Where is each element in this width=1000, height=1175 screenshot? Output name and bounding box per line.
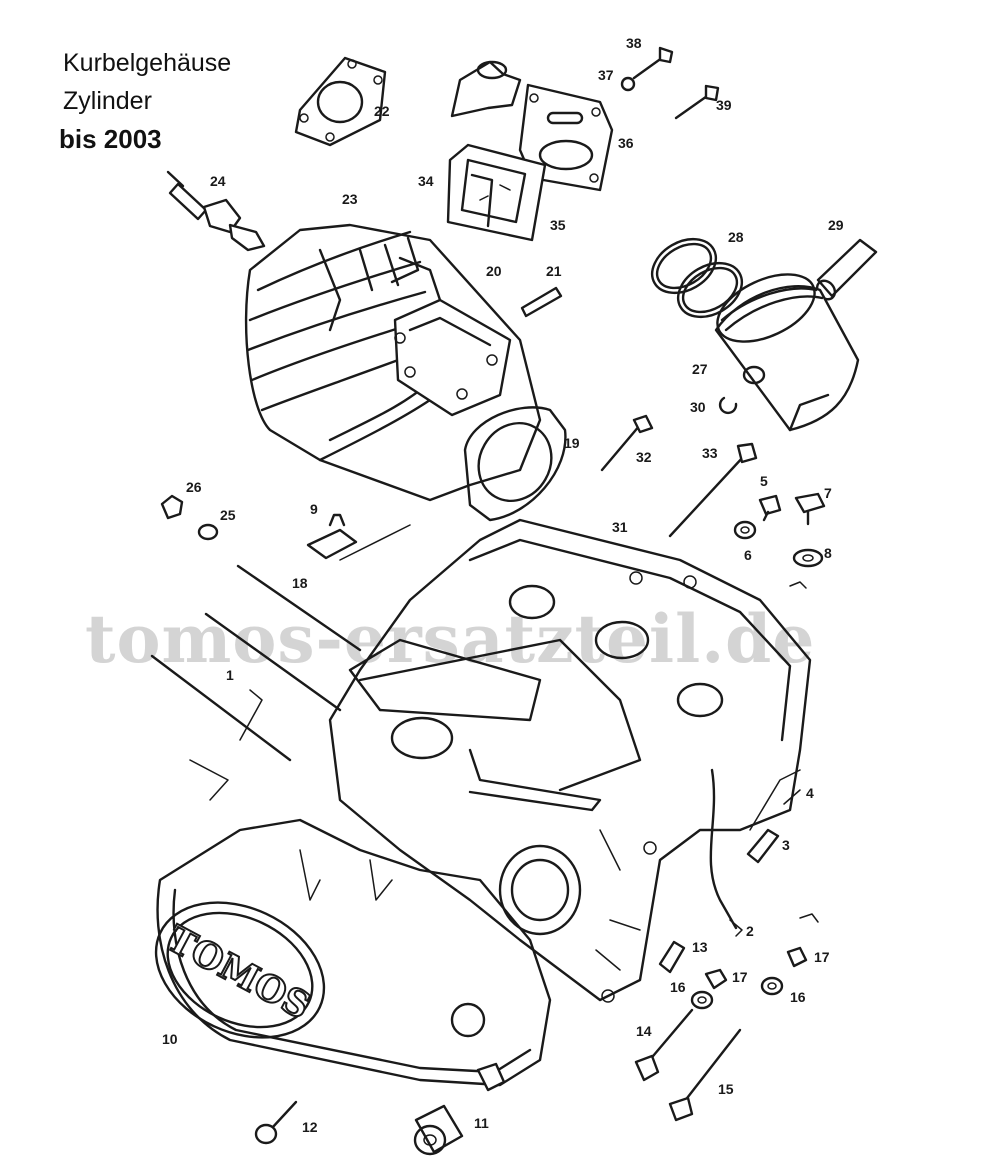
label-11: 11 [474, 1115, 489, 1131]
label-19: 19 [564, 435, 580, 451]
title-cylinder: Zylinder [63, 87, 152, 115]
reed-valve-part-34-35 [446, 143, 547, 242]
label-26: 26 [186, 479, 202, 495]
label-2: 2 [746, 923, 754, 939]
label-6: 6 [744, 547, 752, 563]
label-10: 10 [162, 1031, 178, 1047]
label-7: 7 [824, 485, 832, 501]
bracket-part-9 [306, 513, 358, 560]
piston-part-27 [714, 273, 860, 432]
label-35: 35 [550, 217, 566, 233]
label-32: 32 [636, 449, 652, 465]
side-cover-part-10 [154, 818, 552, 1092]
spark-plug-part-24 [166, 170, 266, 252]
label-8: 8 [824, 545, 832, 561]
title-crankcase: Kurbelgehäuse [63, 49, 232, 77]
label-17b: 17 [814, 949, 830, 965]
studs-part-1-18 [150, 524, 411, 801]
fasteners-part-5-6-7-8 [733, 492, 826, 589]
part-number-labels: 1 2 3 4 5 6 7 8 9 10 11 12 13 14 15 16 1… [162, 35, 844, 1135]
label-22: 22 [374, 103, 390, 119]
label-28: 28 [728, 229, 744, 245]
label-29: 29 [828, 217, 844, 233]
label-17a: 17 [732, 969, 748, 985]
label-16a: 16 [670, 979, 686, 995]
label-16b: 16 [790, 989, 806, 1005]
stud-part-32 [600, 414, 654, 472]
nuts-washers-part-16-17 [690, 913, 819, 1010]
pin-part-13 [658, 940, 686, 974]
exhaust-gasket-part-19 [463, 406, 567, 522]
circlip-part-30 [718, 396, 738, 415]
gasket-part-22 [294, 56, 387, 147]
bush-part-11 [413, 1104, 464, 1156]
pin-part-3 [746, 828, 780, 864]
label-13: 13 [692, 939, 708, 955]
label-5: 5 [760, 473, 768, 489]
title-until-2003: bis 2003 [59, 124, 162, 154]
label-25: 25 [220, 507, 236, 523]
label-23: 23 [342, 191, 358, 207]
label-39: 39 [716, 97, 732, 113]
label-36: 36 [618, 135, 634, 151]
label-27: 27 [692, 361, 708, 377]
nut-washer-part-25-26 [160, 494, 219, 541]
label-33: 33 [702, 445, 718, 461]
label-21: 21 [546, 263, 562, 279]
label-20: 20 [486, 263, 502, 279]
cylinder-part-20-23 [244, 223, 542, 502]
label-14: 14 [636, 1023, 652, 1039]
label-9: 9 [310, 501, 318, 517]
bolt-part-33 [668, 442, 758, 538]
label-1: 1 [226, 667, 234, 683]
label-34: 34 [418, 173, 434, 189]
screws-part-37-38-39 [620, 46, 720, 120]
label-3: 3 [782, 837, 790, 853]
label-24: 24 [210, 173, 226, 189]
label-12: 12 [302, 1119, 318, 1135]
label-31: 31 [612, 519, 628, 535]
wire-part-2 [709, 768, 743, 937]
label-18: 18 [292, 575, 308, 591]
dowel-part-21 [520, 286, 563, 318]
bolts-part-14-15 [634, 1008, 742, 1122]
label-4: 4 [806, 785, 814, 801]
bolt-part-12 [254, 1100, 298, 1145]
label-30: 30 [690, 399, 706, 415]
label-38: 38 [626, 35, 642, 51]
label-15: 15 [718, 1081, 734, 1097]
crankcase-part-31 [328, 518, 812, 1003]
label-37: 37 [598, 67, 614, 83]
